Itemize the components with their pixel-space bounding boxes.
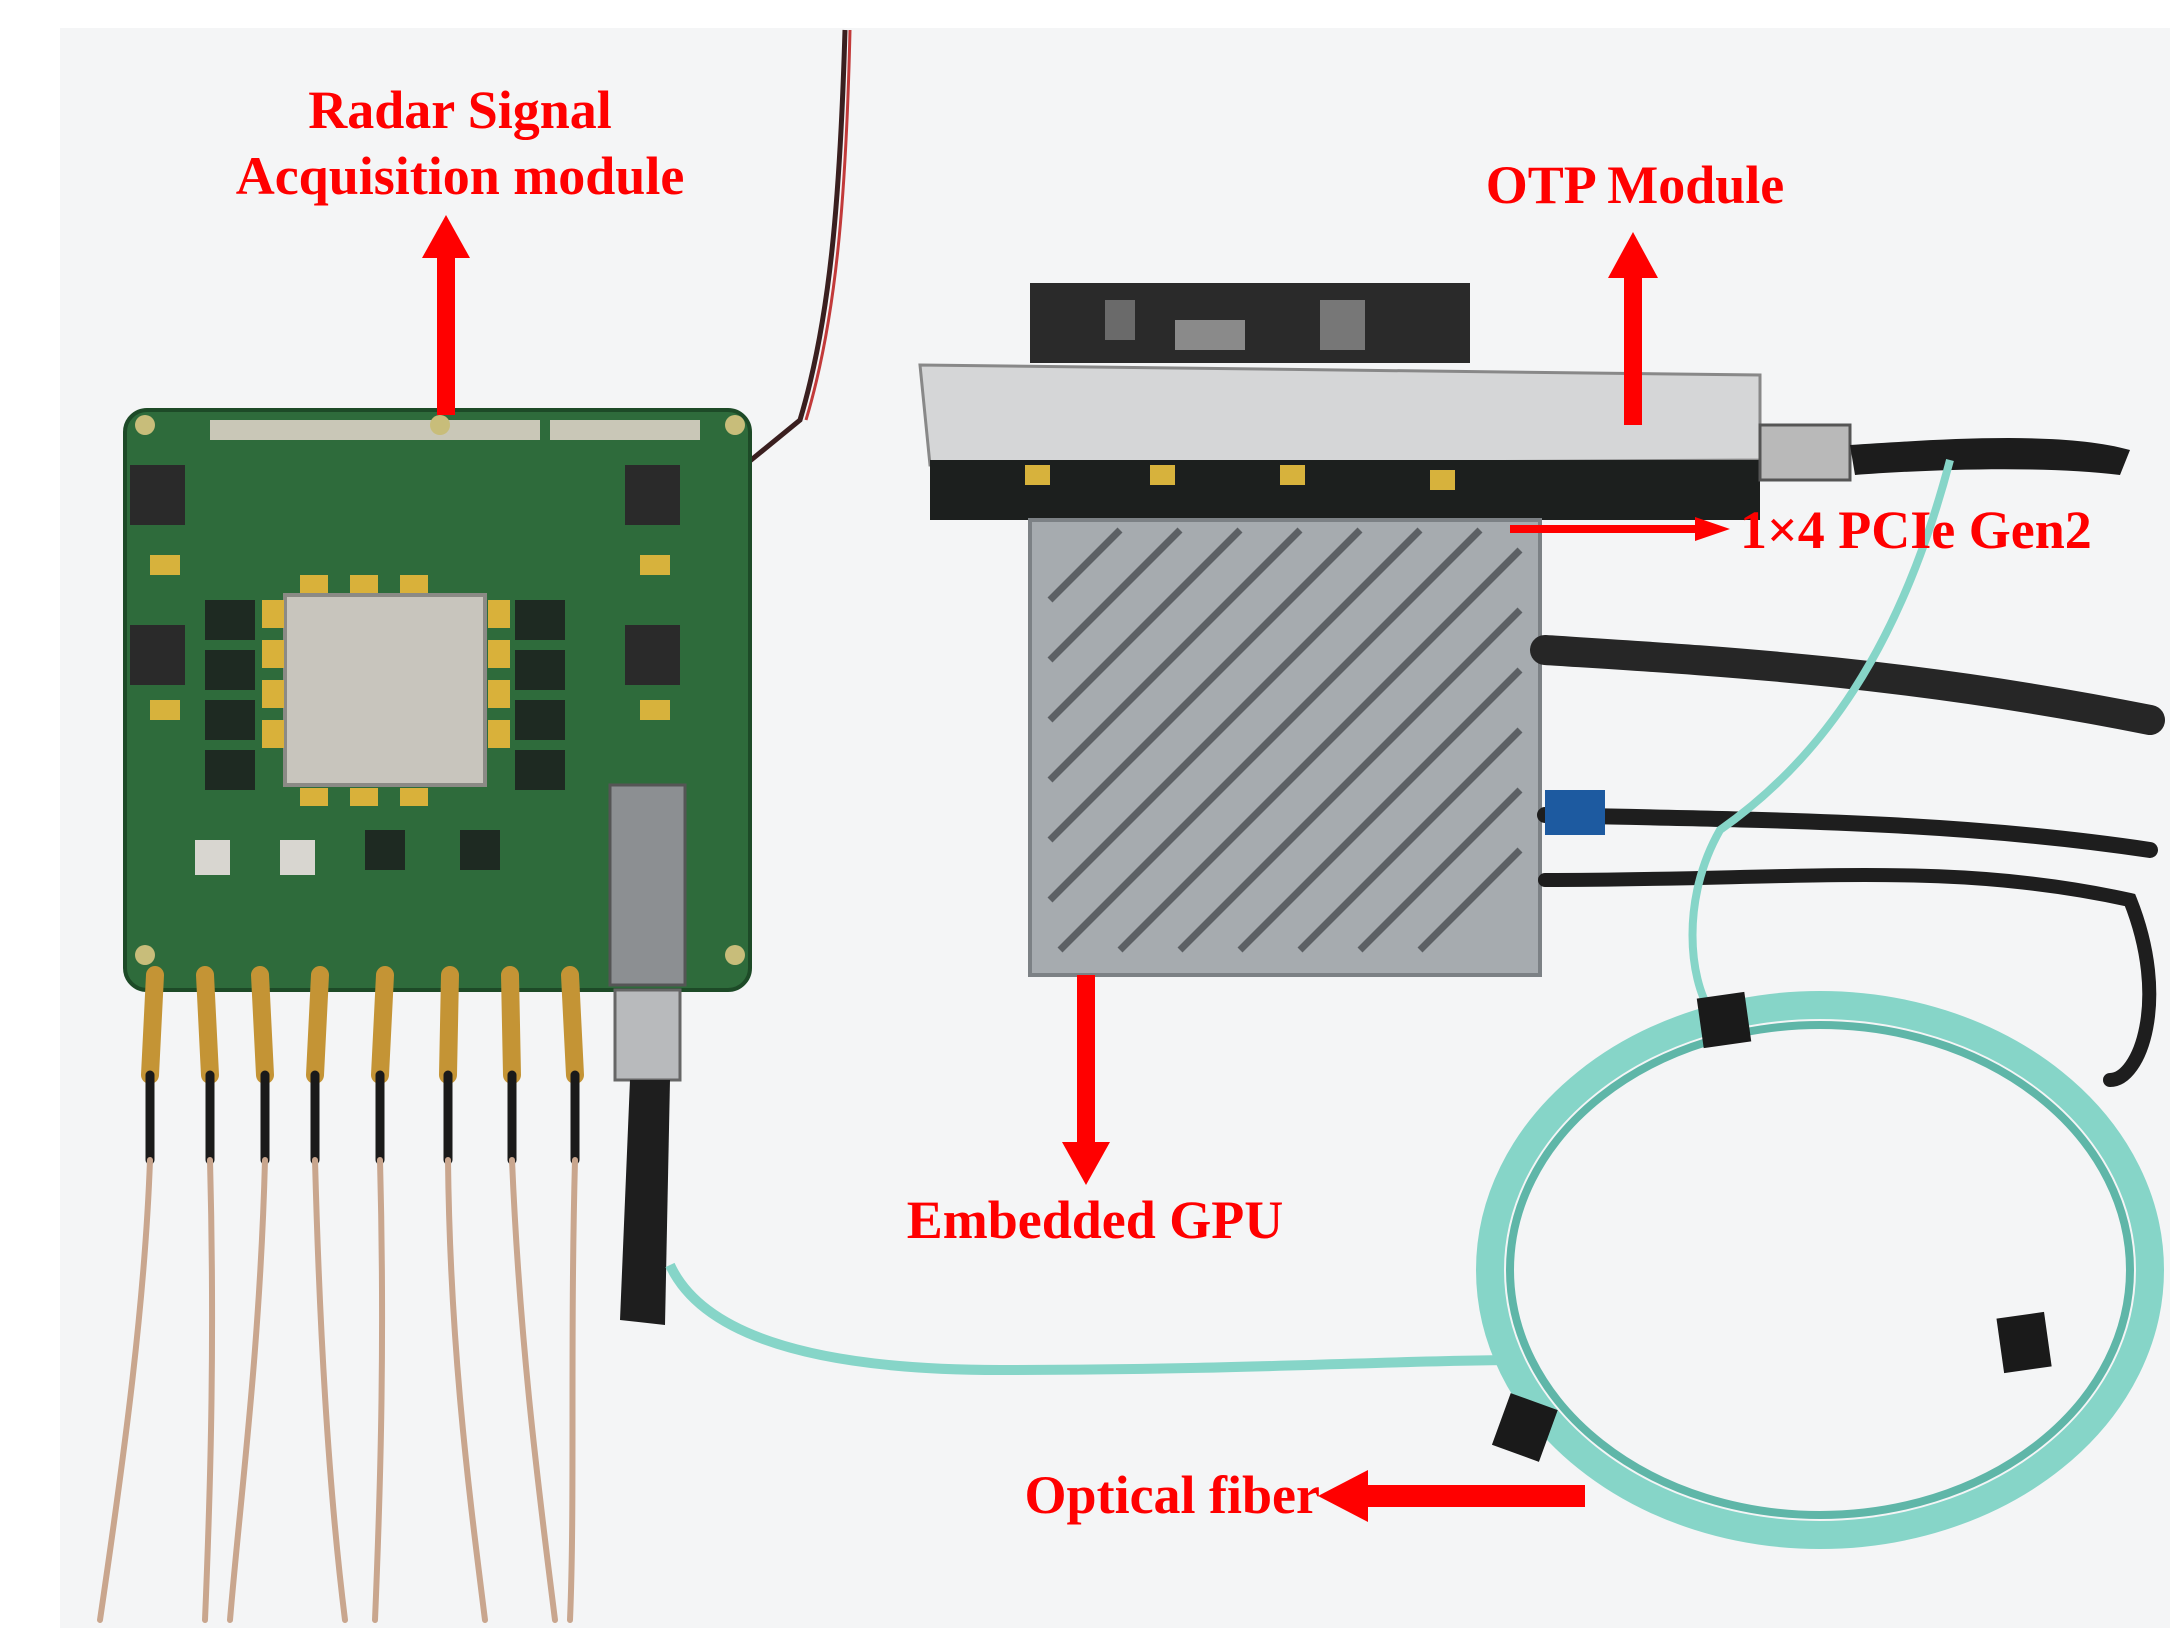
embedded-gpu [1028, 518, 1542, 977]
gpu-label: Embedded GPU [906, 1190, 1284, 1250]
power-cable-red [804, 29, 852, 421]
qsfp-module [613, 988, 682, 1082]
radar-module-label: Radar Signal Acquisition module [195, 80, 725, 206]
arrow-left-icon [1318, 1470, 1585, 1522]
arrow-down-icon [1062, 975, 1110, 1185]
arrow-up-icon [422, 215, 470, 415]
optical-fiber [665, 458, 2164, 1549]
arrow-right-icon [1510, 517, 1730, 541]
qsfp-pull-tab [620, 1080, 670, 1325]
radar-acquisition-board [123, 408, 752, 992]
otp-module [918, 283, 2130, 520]
radar-label-line1: Radar Signal [308, 80, 612, 140]
arrow-up-icon [1608, 232, 1658, 425]
annotation-arrows [422, 215, 1730, 1522]
power-cable [743, 29, 848, 467]
fiber-label: Optical fiber [1024, 1465, 1320, 1525]
sma-connectors [97, 966, 584, 1623]
otp-module-label: OTP Module [1485, 155, 1785, 215]
qsfp-cage [608, 783, 687, 987]
pcie-label: 1×4 PCIe Gen2 [1740, 500, 2092, 560]
gpu-cables [1530, 635, 2165, 1087]
radar-label-line2: Acquisition module [235, 146, 685, 206]
